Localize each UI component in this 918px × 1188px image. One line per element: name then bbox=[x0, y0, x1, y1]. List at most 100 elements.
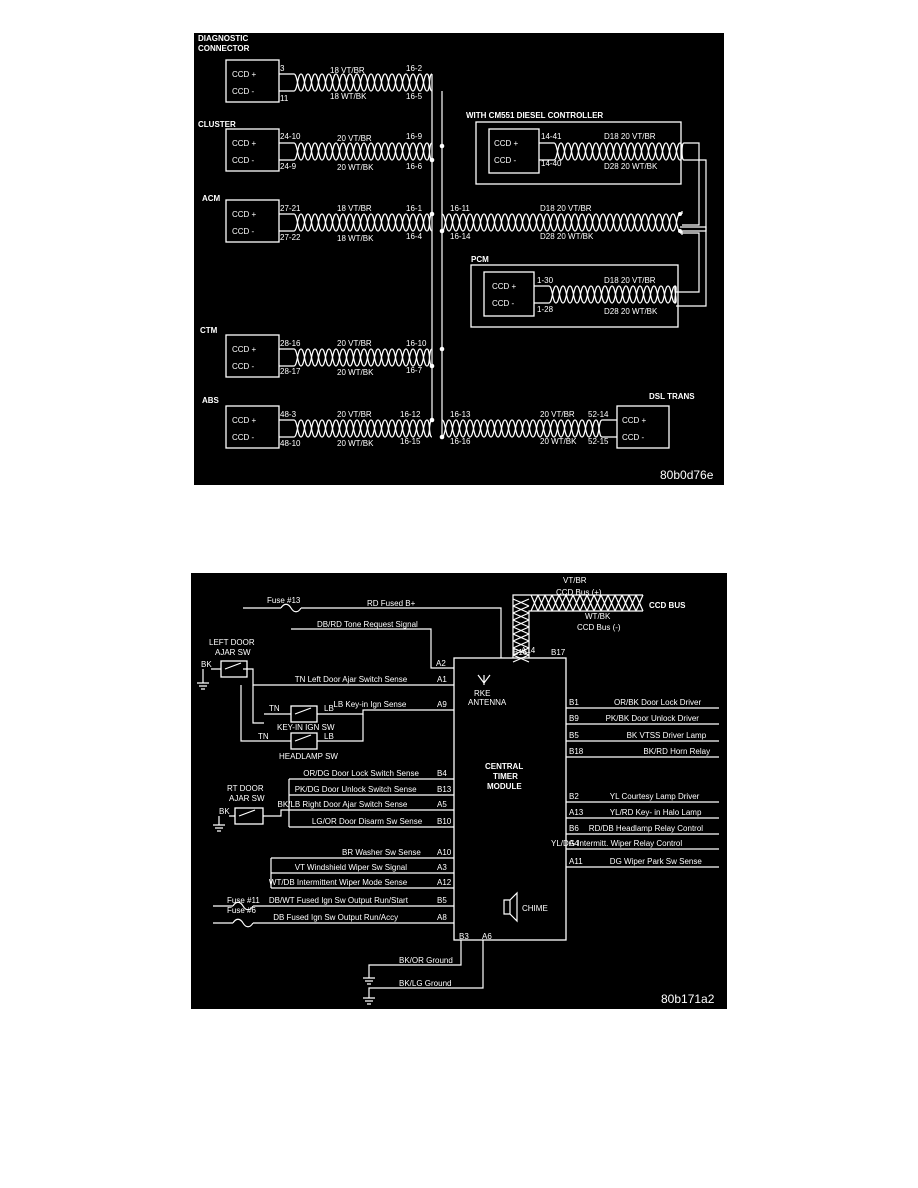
input-pin-b13: B13 bbox=[437, 785, 452, 794]
dsl-ccd-plus: CCD + bbox=[622, 416, 647, 425]
acm-box bbox=[225, 199, 280, 243]
headlamp-lb: LB bbox=[324, 732, 334, 741]
left-door-title-2: AJAR SW bbox=[215, 648, 251, 657]
left-door-ground-icon bbox=[197, 668, 221, 690]
cluster-ccd-plus: CCD + bbox=[232, 139, 257, 148]
bus-minus-top: WT/BK bbox=[585, 612, 611, 621]
abs-title: ABS bbox=[202, 396, 220, 405]
headlamp-title: HEADLAMP SW bbox=[279, 752, 338, 761]
abs-wire2-plus: 20 VT/BR bbox=[540, 410, 575, 419]
cluster-ccd-minus: CCD - bbox=[232, 156, 255, 165]
abs-pin-minus: 48-10 bbox=[280, 439, 301, 448]
ctm-pin-plus: 28-16 bbox=[280, 339, 301, 348]
output-pin-a13: A13 bbox=[569, 808, 584, 817]
rt-door-bk: BK bbox=[219, 807, 230, 816]
ctm-wiring-svg: A14 B16 B17 TN Left Door Ajar Switch Sen… bbox=[197, 576, 719, 1006]
input-pin-a10: A10 bbox=[437, 848, 452, 857]
ccd-bus-hatch bbox=[512, 594, 644, 663]
abs-plus-wire bbox=[293, 419, 433, 438]
input-label-a3: VT Windshield Wiper Sw Signal bbox=[295, 863, 408, 872]
diagnostic-ccd-plus: CCD + bbox=[232, 70, 257, 79]
ctm-figure-code: 80b171a2 bbox=[661, 992, 715, 1006]
dsl-trans-box bbox=[616, 405, 670, 449]
bus-minus-label: CCD Bus (-) bbox=[577, 623, 621, 632]
cluster-box bbox=[225, 128, 280, 172]
input-pin-a3: A3 bbox=[437, 863, 447, 872]
cluster-wire-minus: 20 WT/BK bbox=[337, 163, 374, 172]
output-pin-a4: A4 bbox=[569, 839, 579, 848]
abs-splice-minus: 16-15 bbox=[400, 437, 421, 446]
acm-wire2-plus: D18 20 VT/BR bbox=[540, 204, 592, 213]
twisted-pair-wires bbox=[293, 73, 685, 438]
chime-icon bbox=[503, 891, 518, 923]
abs-wire-minus: 20 WT/BK bbox=[337, 439, 374, 448]
pcm-wire-plus: D18 20 VT/BR bbox=[604, 276, 656, 285]
acm-splice2-plus: 16-11 bbox=[450, 204, 470, 213]
input-pin-a12: A12 bbox=[437, 878, 452, 887]
key-in-tn: TN bbox=[269, 704, 280, 713]
acm-title: ACM bbox=[202, 194, 221, 203]
diesel-pin-minus: 14-40 bbox=[541, 159, 562, 168]
pcm-pin-plus: 1-30 bbox=[537, 276, 554, 285]
fuse13-symbol bbox=[280, 603, 302, 613]
dsl-title: DSL TRANS bbox=[649, 392, 695, 401]
left-door-title-1: LEFT DOOR bbox=[209, 638, 255, 647]
ctm-splice-plus: 16-10 bbox=[406, 339, 427, 348]
output-label-b2: YL Courtesy Lamp Driver bbox=[610, 792, 700, 801]
abs-pin-plus: 48-3 bbox=[280, 410, 297, 419]
ground-label-bklg: BK/LG Ground bbox=[399, 979, 451, 988]
ctm-minus-wire bbox=[293, 348, 433, 367]
input-label-a8: DB Fused Ign Sw Output Run/Accy bbox=[273, 913, 398, 922]
acm-plus-wire bbox=[293, 213, 433, 232]
ground-bkor bbox=[363, 940, 462, 985]
output-pin-b18: B18 bbox=[569, 747, 584, 756]
diagnostic-wire-plus: 18 VT/BR bbox=[330, 66, 365, 75]
ctm-wiring-diagram: A14 B16 B17 TN Left Door Ajar Switch Sen… bbox=[191, 573, 727, 1009]
abs-wire2-minus: 20 WT/BK bbox=[540, 437, 577, 446]
ctm-ccd-plus: CCD + bbox=[232, 345, 257, 354]
output-label-b6: RD/DB Headlamp Relay Control bbox=[589, 824, 703, 833]
diesel-minus-wire bbox=[553, 142, 685, 161]
pcm-wire-minus: D28 20 WT/BK bbox=[604, 307, 658, 316]
input-label-a12: WT/DB Intermittent Wiper Mode Sense bbox=[269, 878, 408, 887]
ctm-title-1: CENTRAL bbox=[485, 762, 523, 771]
abs-ccd-minus: CCD - bbox=[232, 433, 255, 442]
abs-splice2-minus: 16-16 bbox=[450, 437, 471, 446]
pcm-title: PCM bbox=[471, 255, 489, 264]
input-label-a5: BK/LB Right Door Ajar Switch Sense bbox=[278, 800, 408, 809]
ctm-splice-minus: 16-7 bbox=[406, 366, 423, 375]
acm-pin-minus: 27-22 bbox=[280, 233, 301, 242]
ctm-ccd-minus: CCD - bbox=[232, 362, 255, 371]
input-pin-b10: B10 bbox=[437, 817, 452, 826]
output-pin-a11: A11 bbox=[569, 857, 583, 866]
acm-wire-plus: 18 VT/BR bbox=[337, 204, 372, 213]
input-label-a9: LB Key-in Ign Sense bbox=[333, 700, 406, 709]
tone-request-label: DB/RD Tone Request Signal bbox=[317, 620, 418, 629]
diesel-ccd-box bbox=[488, 128, 540, 174]
diesel-pin-plus: 14-41 bbox=[541, 132, 562, 141]
output-pin-b9: B9 bbox=[569, 714, 579, 723]
ctm-title: CTM bbox=[200, 326, 218, 335]
output-label-b9: PK/BK Door Unlock Driver bbox=[606, 714, 700, 723]
diagnostic-title-2: CONNECTOR bbox=[198, 44, 250, 53]
antenna-label-2: ANTENNA bbox=[468, 698, 507, 707]
pin-b3: B3 bbox=[459, 932, 469, 941]
diesel-wire-minus: D28 20 WT/BK bbox=[604, 162, 658, 171]
ground-label-bkor: BK/OR Ground bbox=[399, 956, 453, 965]
acm-wire-minus: 18 WT/BK bbox=[337, 234, 374, 243]
input-pin-b4: B4 bbox=[437, 769, 447, 778]
diesel-ccd-plus: CCD + bbox=[494, 139, 519, 148]
input-label-b10: LG/OR Door Disarm Sw Sense bbox=[312, 817, 423, 826]
ctm-wire-minus: 20 WT/BK bbox=[337, 368, 374, 377]
ground-bklg bbox=[363, 940, 484, 1005]
output-label-b18: BK/RD Horn Relay bbox=[643, 747, 710, 756]
pcm-pin-minus: 1-28 bbox=[537, 305, 554, 314]
cluster-minus-wire bbox=[293, 142, 433, 161]
diagnostic-ccd-minus: CCD - bbox=[232, 87, 255, 96]
pcm-ccd-box bbox=[483, 271, 535, 317]
output-pin-b5: B5 bbox=[569, 731, 579, 740]
input-pin-a5: A5 bbox=[437, 800, 447, 809]
rt-door-title-2: AJAR SW bbox=[229, 794, 265, 803]
abs-ccd-plus: CCD + bbox=[232, 416, 257, 425]
acm-ccd-plus: CCD + bbox=[232, 210, 257, 219]
